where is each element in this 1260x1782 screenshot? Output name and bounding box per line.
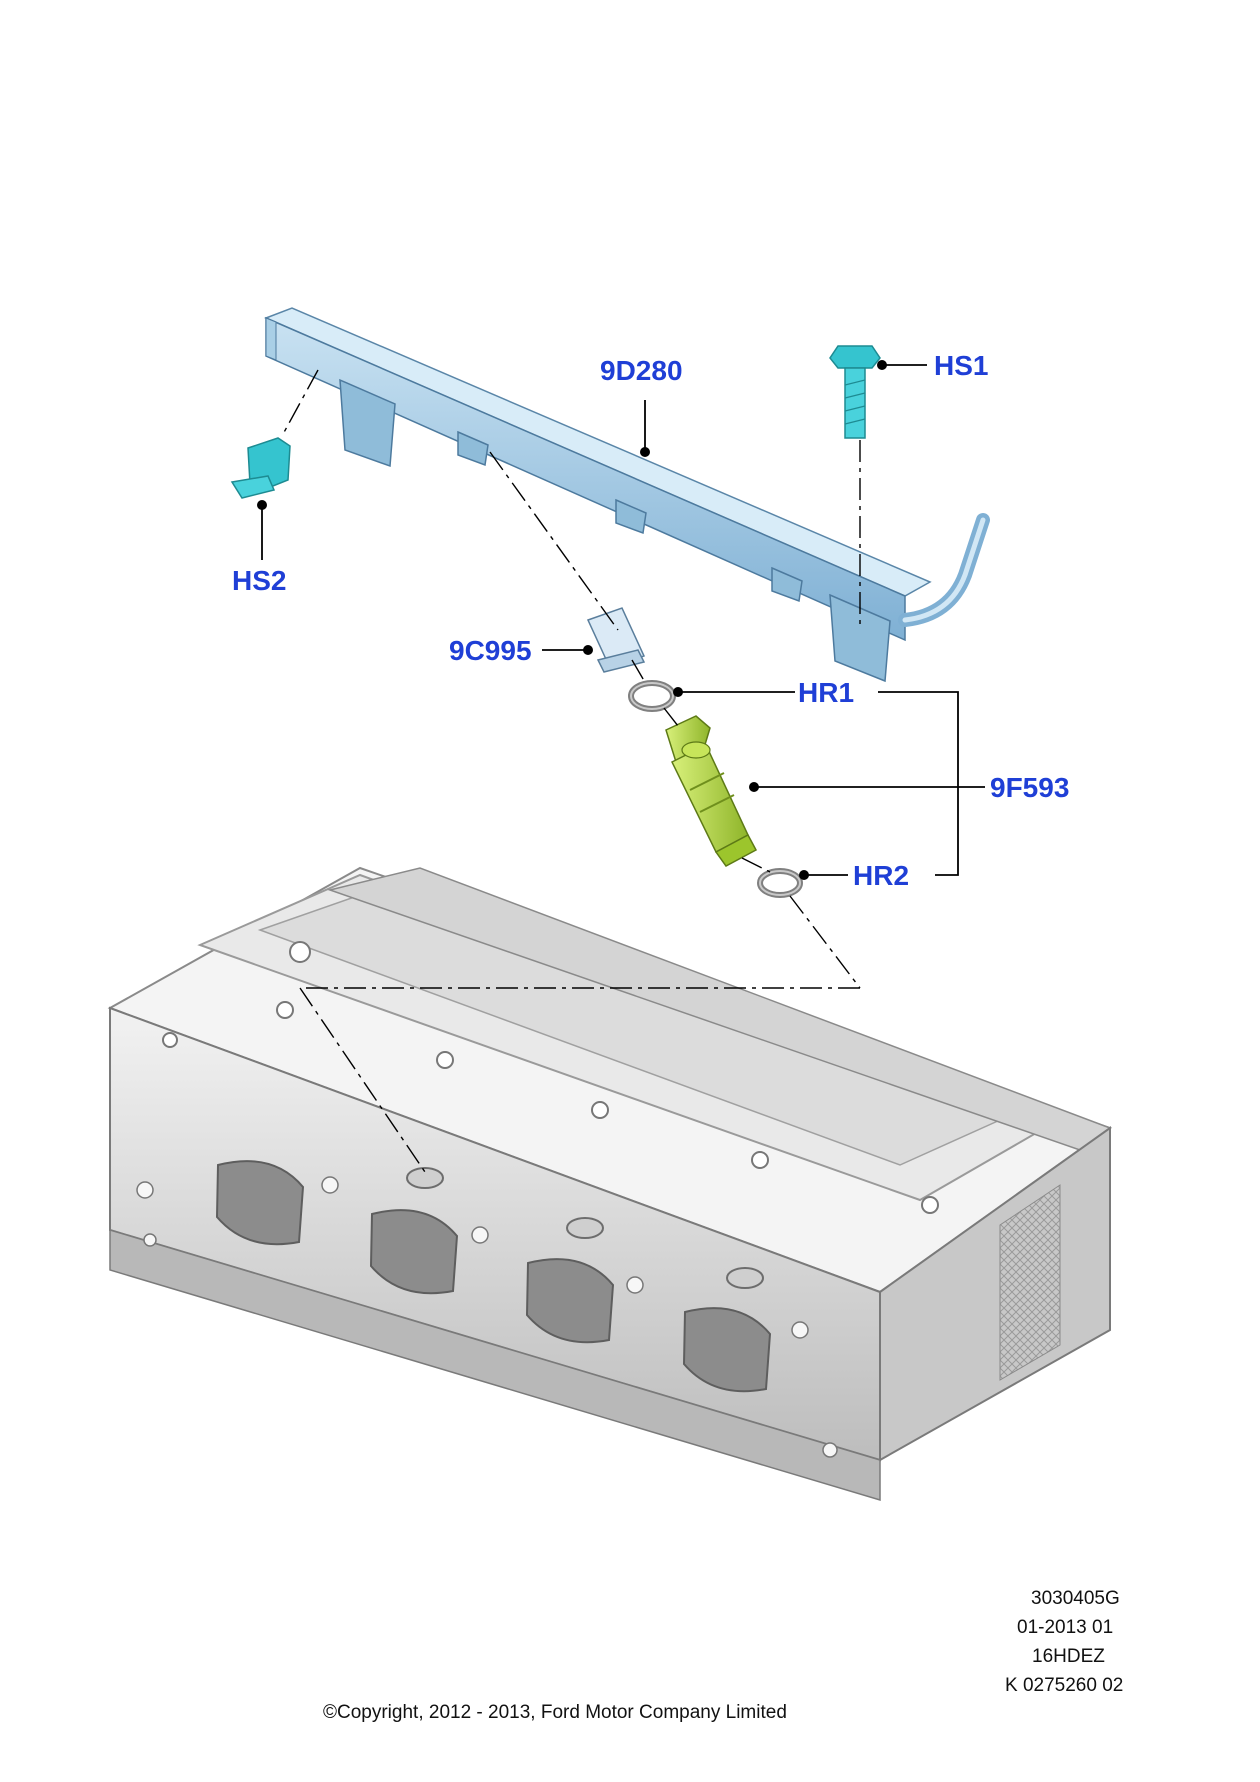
callout-hr1: HR1 (798, 677, 854, 708)
diagram-ref-1: 3030405G (1031, 1588, 1120, 1609)
bolt-hs1 (829, 345, 881, 439)
callout-hr2: HR2 (853, 860, 909, 891)
assembly-lines (281, 369, 861, 1173)
diagram-ref-3: 16HDEZ (1032, 1646, 1105, 1667)
cylinder-head (107, 866, 1113, 1502)
diagram-metadata: 3030405G 01-2013 01 16HDEZ K 0275260 02 … (323, 1588, 1123, 1723)
fuel-rail (264, 307, 990, 683)
o-ring-hr2 (757, 868, 803, 898)
copyright: ©Copyright, 2012 - 2013, Ford Motor Comp… (323, 1702, 787, 1723)
callout-hs2: HS2 (232, 565, 286, 596)
o-ring-hr1 (628, 680, 676, 712)
callout-9c995: 9C995 (449, 635, 532, 666)
callout-hs1: HS1 (934, 350, 988, 381)
callout-9d280: 9D280 (600, 355, 683, 386)
fuel-injector (665, 715, 758, 867)
callout-9f593: 9F593 (990, 772, 1069, 803)
diagram-ref-4: K 0275260 02 (1005, 1675, 1123, 1696)
callout-labels: 9D280 HS1 HS2 9C995 HR1 9F593 HR2 (232, 350, 1069, 891)
leader-lines (257, 360, 985, 880)
diagram-ref-2: 01-2013 01 (1017, 1617, 1113, 1638)
clip-9c995 (586, 607, 646, 673)
clip-hs2 (230, 437, 291, 499)
